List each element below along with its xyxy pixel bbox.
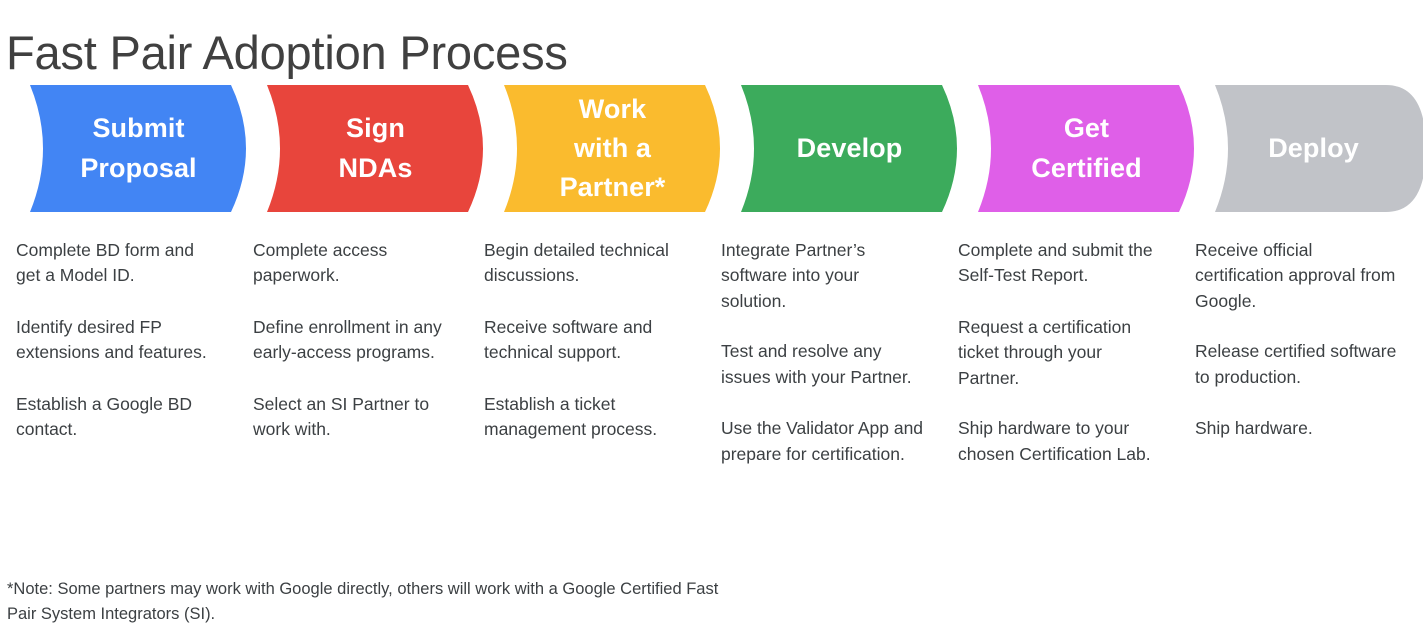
stage-chevron-label: Work with a Partner* <box>559 93 666 203</box>
stage-chevron-label: Submit Proposal <box>80 113 197 183</box>
stage-detail-item: Receive software and technical support. <box>484 317 653 363</box>
stage-detail-item: Complete access paperwork. <box>253 240 388 286</box>
stage-detail-item: Ship hardware. <box>1195 418 1313 439</box>
stage-detail-item: Use the Validator App and prepare for ce… <box>721 418 924 464</box>
stage-chevron-develop[interactable]: Develop <box>711 85 972 212</box>
stage-detail-item: Test and resolve any issues with your Pa… <box>721 341 912 387</box>
stage-chevron-label: Deploy <box>1268 132 1359 163</box>
stage-detail-item: Identify desired FP extensions and featu… <box>16 317 207 363</box>
stage-chevron-deploy[interactable]: Deploy <box>1185 85 1423 212</box>
stage-detail-item: Complete BD form and get a Model ID. <box>16 240 194 286</box>
process-stage-band: Submit Proposal Sign NDAs Work with a Part… <box>0 85 1423 212</box>
stage-details-develop: Integrate Partner’s software into your s… <box>711 238 948 493</box>
stage-detail-item: Select an SI Partner to work with. <box>253 394 430 440</box>
page-title: Fast Pair Adoption Process <box>6 26 568 80</box>
stage-chevron-get-certified[interactable]: Get Certified <box>948 85 1209 212</box>
stage-details-get-certified: Complete and submit the Self-Test Report… <box>948 238 1185 493</box>
stage-detail-item: Complete and submit the Self-Test Report… <box>958 240 1153 286</box>
stage-detail-item: Ship hardware to your chosen Certificati… <box>958 418 1151 464</box>
stage-detail-item: Define enrollment in any early-access pr… <box>253 317 442 363</box>
stage-detail-item: Release certified software to production… <box>1195 341 1397 387</box>
stage-chevron-label: Develop <box>796 132 903 163</box>
stage-details-grid: Complete BD form and get a Model ID. Iden… <box>0 238 1423 493</box>
stage-chevron-label: Get Certified <box>1031 113 1142 183</box>
footnote-note: *Note: Some partners may work with Googl… <box>7 580 719 623</box>
stage-details-sign-ndas: Complete access paperwork. Define enrollm… <box>237 238 474 493</box>
stage-chevron-submit-proposal[interactable]: Submit Proposal <box>0 85 261 212</box>
stage-chevron-sign-ndas[interactable]: Sign NDAs <box>237 85 498 212</box>
stage-detail-item: Establish a ticket management process. <box>484 394 658 440</box>
stage-details-deploy: Receive official certification approval … <box>1185 238 1422 493</box>
stage-detail-item: Integrate Partner’s software into your s… <box>721 240 866 311</box>
stage-detail-item: Establish a Google BD contact. <box>16 394 193 440</box>
stage-details-submit-proposal: Complete BD form and get a Model ID. Iden… <box>0 238 237 493</box>
stage-detail-item: Begin detailed technical discussions. <box>484 240 669 286</box>
stage-chevron-work-with-a-partner[interactable]: Work with a Partner* <box>474 85 735 212</box>
stage-details-work-with-a-partner: Begin detailed technical discussions. Rec… <box>474 238 711 493</box>
stage-detail-item: Request a certification ticket through y… <box>958 317 1132 388</box>
stage-chevron-label: Sign NDAs <box>338 113 413 183</box>
stage-detail-item: Receive official certification approval … <box>1195 240 1396 311</box>
